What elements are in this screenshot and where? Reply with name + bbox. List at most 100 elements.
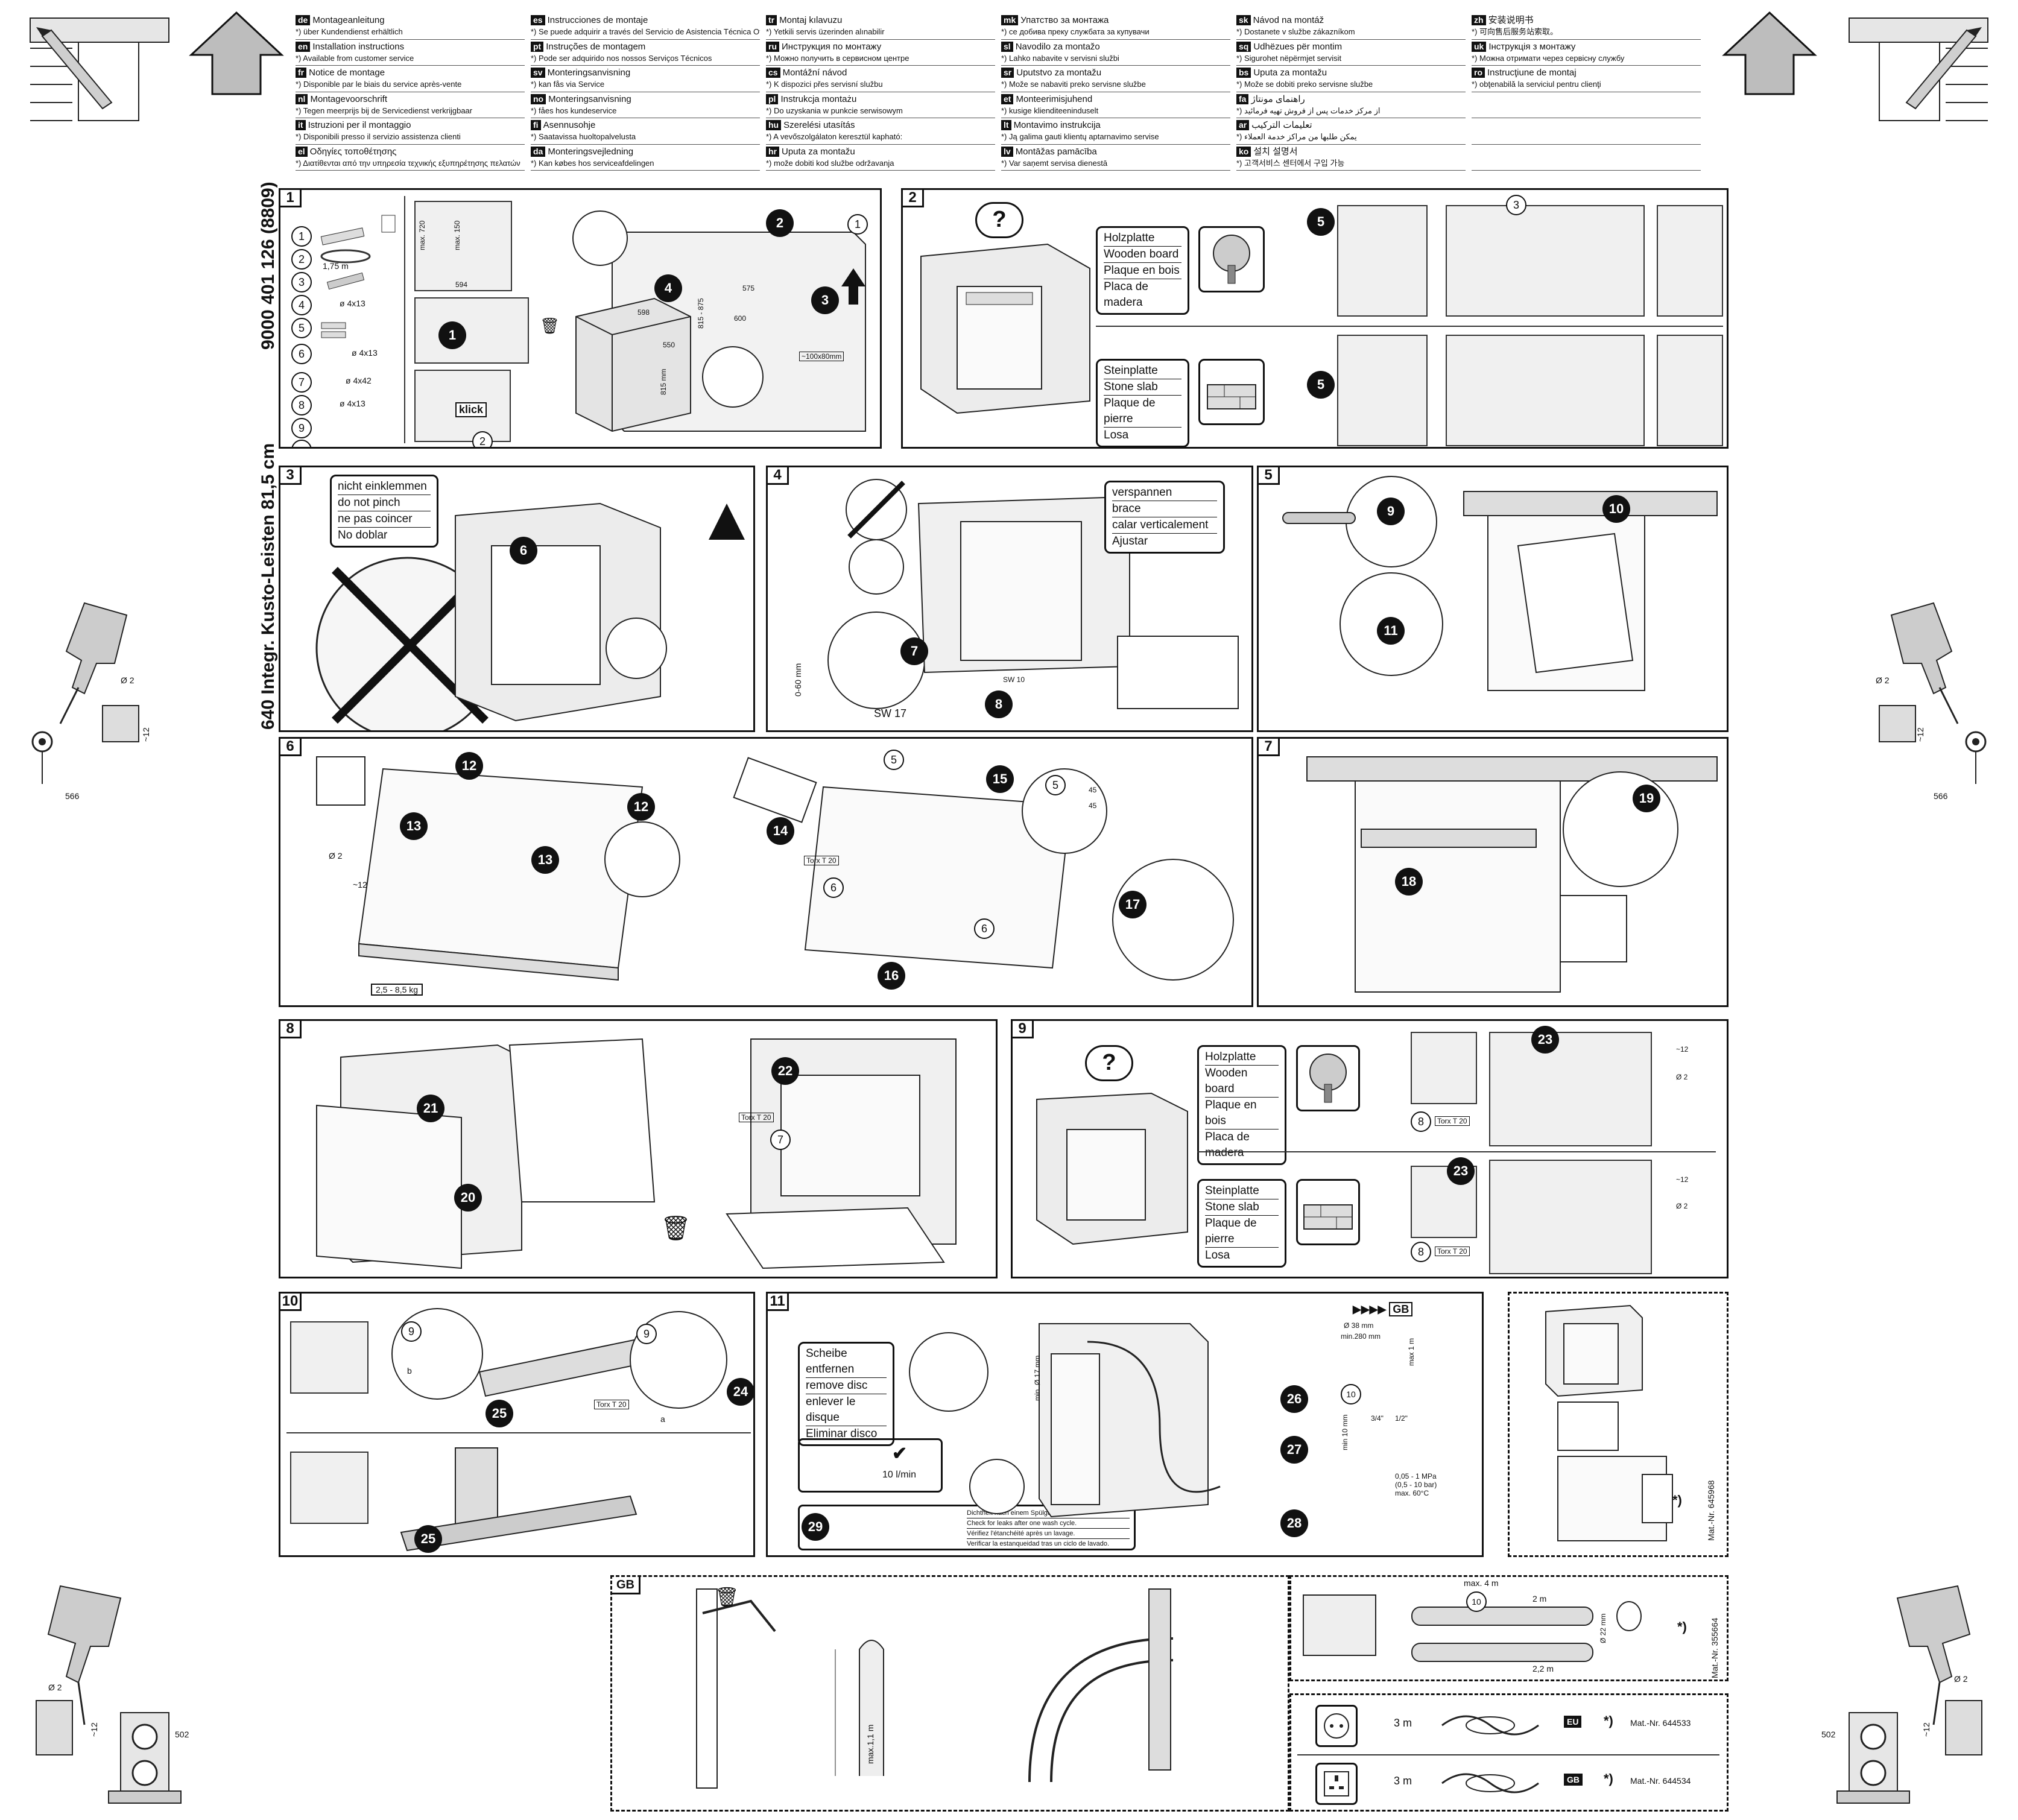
corner-top-right-cabinet-sketch: [1843, 12, 2000, 133]
dim-label: Ø 2: [329, 851, 343, 861]
panel-number: 1: [280, 190, 302, 207]
fixing-sketch: [1411, 1032, 1477, 1104]
lang-row: [1472, 118, 1701, 145]
dim-label: Ø 2: [1676, 1202, 1688, 1210]
part-badge: 5: [291, 318, 312, 338]
drill-diameter: Ø 2: [1954, 1674, 1968, 1684]
step-badge: 7: [900, 637, 928, 665]
leak-text: Dichtheit nach einem Spülgang prüfen. Ch…: [967, 1508, 1130, 1549]
panel-number: 6: [280, 739, 302, 756]
dim-label: max 1 m: [1407, 1338, 1415, 1366]
mat-number: Mat.-Nr. 644533: [1630, 1718, 1691, 1728]
dim-label: Ø 2: [1676, 1073, 1688, 1081]
cable-length: 3 m: [1394, 1775, 1412, 1787]
bracket-sketch: [1337, 335, 1428, 446]
step-badge: 23: [1447, 1157, 1475, 1185]
step-badge: 21: [417, 1095, 444, 1122]
drill-hinge-icon-right: [1813, 1580, 1994, 1809]
accessory-marker: *): [1672, 1493, 1682, 1508]
panel-number: 11: [768, 1294, 789, 1311]
panel-7: 7 18 19: [1257, 737, 1729, 1007]
step-badge: 19: [1633, 785, 1660, 812]
part-badge: 6: [974, 918, 995, 939]
part-badge: 8: [1411, 1111, 1431, 1132]
part-badge: 9: [401, 1321, 422, 1342]
panel-10: 10 9 9 24 25 Torx T 20 a b 25: [279, 1292, 755, 1557]
step-badge: 14: [767, 817, 794, 845]
dim-label: ~100x80mm: [799, 352, 844, 361]
panel-6: 6 12 12 13 13 14 15 16 17 5 5 6 6 Ø 2 ~1…: [279, 737, 1253, 1007]
lang-row: [1472, 92, 1701, 118]
part-badge: 4: [291, 295, 312, 315]
tree-icon: [1198, 226, 1265, 292]
step-badge: 13: [400, 812, 428, 840]
part-badge: 1: [291, 226, 312, 247]
region-badge: GB: [1564, 1774, 1583, 1786]
dim-label: 550: [663, 341, 675, 349]
niche-sketch: [414, 201, 512, 291]
part-badge: 1: [847, 214, 868, 235]
dim-label: a: [660, 1414, 665, 1424]
part-badge: 5: [884, 750, 904, 770]
panel-number: 4: [768, 467, 789, 485]
dim-label: Ø 38 mm: [1344, 1321, 1374, 1330]
step-badge: 27: [1280, 1436, 1308, 1464]
dim-label: ~12: [353, 880, 367, 889]
part-badge: 3: [1506, 195, 1526, 215]
drill-icon-right: [1855, 597, 1994, 814]
dishwasher-niche-sketch: [920, 243, 1090, 414]
part-badge: 6: [291, 344, 312, 364]
accessory-marker: *): [1677, 1619, 1687, 1634]
cable-length: 3 m: [1394, 1717, 1412, 1729]
arrow-up-icon: [188, 10, 285, 100]
dim-label: 600: [734, 314, 747, 323]
divider-line: [1096, 326, 1723, 327]
panel-number: 7: [1259, 739, 1280, 756]
panel-number: 5: [1259, 467, 1280, 485]
panel-8: 8 20 21 22 7 Torx T 20 🗑: [279, 1019, 998, 1278]
dim-label: min.280 mm: [1341, 1332, 1381, 1341]
thumbnail-sketch: [290, 1321, 368, 1394]
lang-row: [1472, 145, 1701, 171]
torx-label: Torx T 20: [1435, 1247, 1470, 1256]
divider-line: [286, 1432, 751, 1433]
panel-1: 1 1 2 1,75 m 3 4 ø 4x13 5 6 ø 4x13 7 ø 4…: [279, 188, 882, 449]
dim-label: 45: [1089, 801, 1097, 810]
template-sketch: [1282, 476, 1718, 691]
part-badge: 9: [291, 418, 312, 438]
step-badge: 1: [438, 321, 466, 349]
arrow-up-icon: [1721, 10, 1818, 100]
dim-label: max. 4 m: [1464, 1578, 1499, 1588]
door-hang-sketch: [316, 1038, 957, 1269]
thumbnail-sketch: [290, 1452, 368, 1524]
cable-coil-icon: [1441, 1715, 1539, 1736]
dim-label: b: [407, 1366, 412, 1376]
dim-label: min 10 mm: [1341, 1414, 1349, 1450]
step-1-sketch: [414, 297, 529, 364]
dim-label: SW 17: [874, 707, 907, 719]
panel-number: 9: [1013, 1021, 1034, 1038]
brick-icon: [1198, 359, 1265, 425]
panel-5: 5 9 10 11: [1257, 466, 1729, 732]
dim-label: 2,2 m: [1532, 1664, 1554, 1673]
mat-number: Mat.-Nr. 644534: [1630, 1776, 1691, 1786]
question-icon: ?: [975, 202, 1023, 238]
dim-label: Ø 22 mm: [1599, 1613, 1607, 1643]
divider-line: [404, 196, 405, 443]
part-badge: 10: [1341, 1384, 1361, 1404]
